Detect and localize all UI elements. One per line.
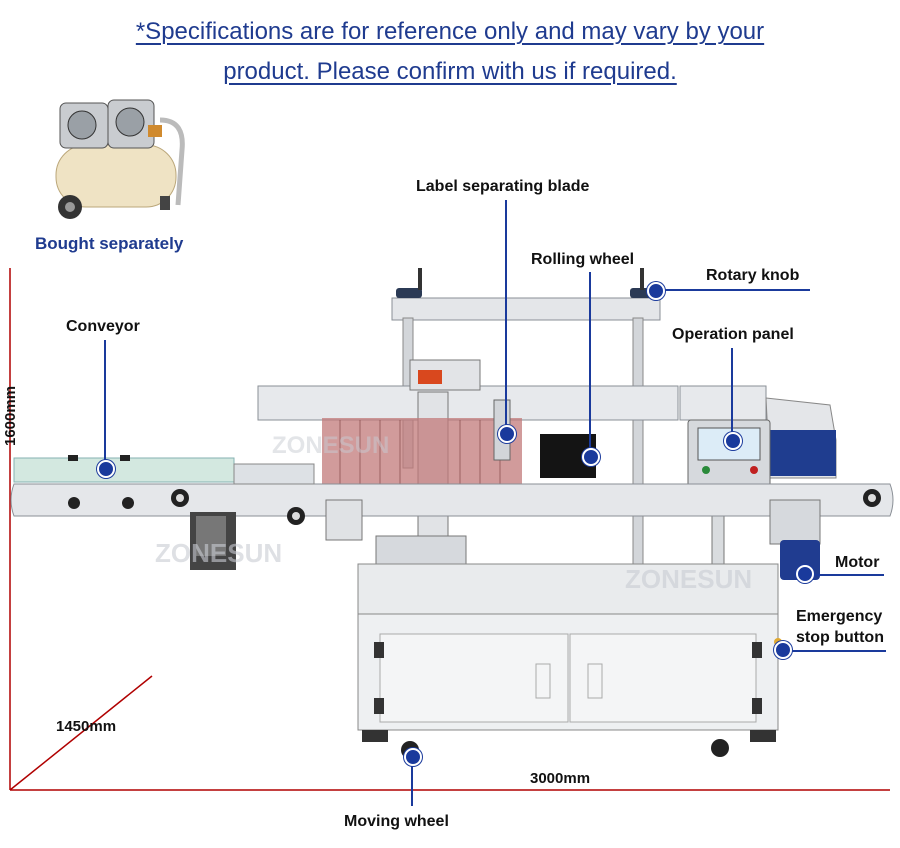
rolling-wheel-marker — [582, 448, 600, 466]
height-dimension: 1600mm — [2, 385, 19, 446]
air-compressor-image — [55, 99, 185, 219]
emergency-stop-leader — [786, 650, 886, 652]
moving-wheel-leader — [411, 760, 413, 806]
dimension-lines — [9, 268, 890, 791]
svg-text:ZONESUN: ZONESUN — [155, 538, 282, 568]
svg-text:ZONESUN: ZONESUN — [625, 564, 752, 594]
operation-panel-marker — [724, 432, 742, 450]
brand-watermark: ZONESUN — [272, 432, 390, 459]
conveyor-label: Conveyor — [66, 318, 140, 335]
conveyor-drawing — [10, 455, 894, 525]
labeling-head — [257, 359, 767, 543]
rotary-knob-marker — [647, 282, 665, 300]
conveyor-leader — [104, 340, 106, 460]
notice-line-2: product. Please confirm with us if requi… — [223, 58, 677, 85]
operation-panel-leader — [731, 348, 733, 434]
notice-line-1: *Specifications are for reference only a… — [135, 18, 765, 45]
moving-wheel-label: Moving wheel — [344, 813, 449, 830]
conveyor-marker — [97, 460, 115, 478]
moving-wheel-marker — [404, 748, 422, 766]
rotary-knob-label: Rotary knob — [706, 267, 800, 284]
length-dimension: 3000mm — [530, 770, 591, 787]
cabinet — [357, 563, 782, 759]
motor-leader — [808, 574, 884, 576]
depth-dimension: 1450mm — [56, 718, 117, 735]
rolling-wheel-leader — [589, 272, 591, 452]
emergency-stop-label-line-1: Emergency — [796, 608, 883, 625]
emergency-stop-label-line-2: stop button — [796, 629, 884, 646]
label-separating-blade-leader — [505, 200, 507, 426]
rolling-wheel-label: Rolling wheel — [531, 251, 635, 268]
label-separating-blade-marker — [498, 425, 516, 443]
motor-label: Motor — [835, 554, 880, 571]
label-separating-blade-label: Label separating blade — [416, 178, 590, 195]
operation-panel-label: Operation panel — [672, 326, 794, 343]
rotary-knob-leader — [658, 289, 810, 291]
motor-marker — [796, 565, 814, 583]
label-cover — [765, 397, 837, 479]
compressor-caption: Bought separately — [35, 234, 184, 253]
emergency-stop-marker — [774, 641, 792, 659]
